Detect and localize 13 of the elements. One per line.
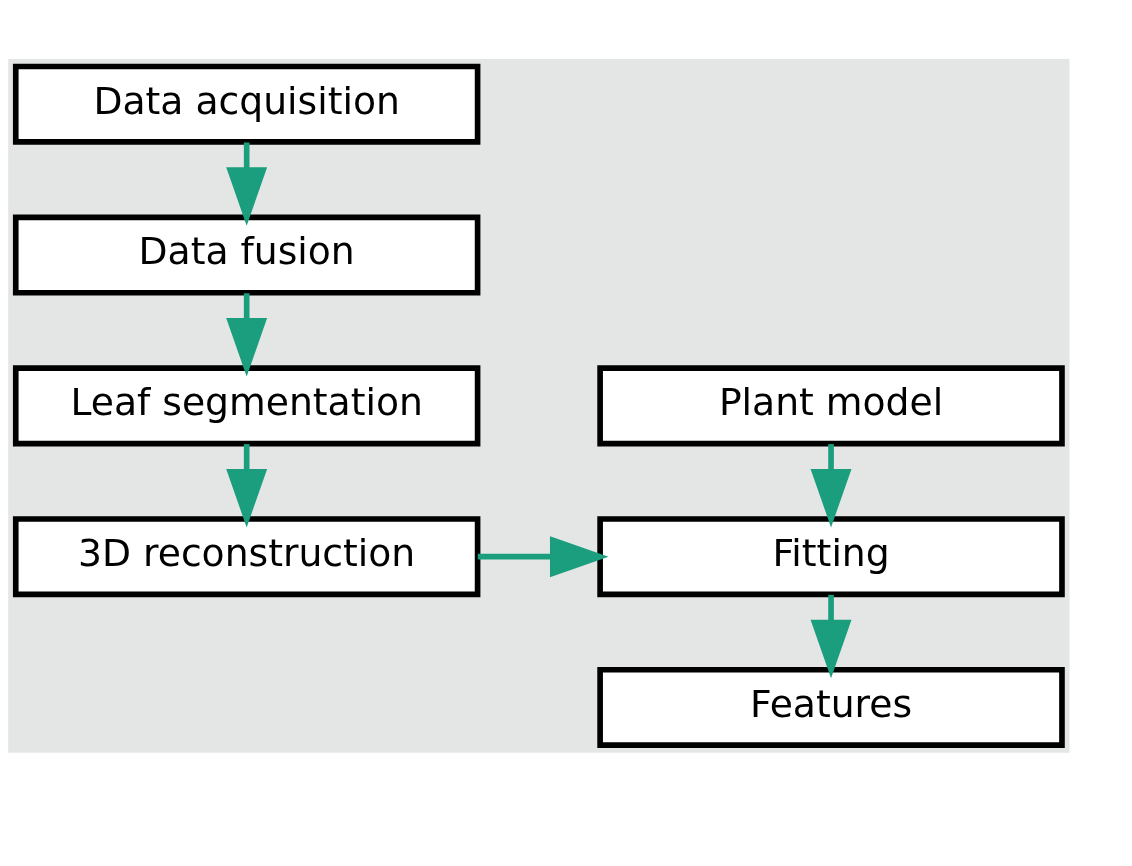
node-box: Plant model	[597, 365, 1065, 447]
arrow	[226, 293, 268, 377]
arrow	[810, 594, 852, 679]
arrow	[810, 444, 852, 528]
node-box: 3D reconstruction	[12, 516, 481, 598]
arrow	[477, 536, 609, 578]
node-box: Fitting	[597, 516, 1065, 598]
arrow	[226, 444, 268, 528]
node-box: Data fusion	[12, 214, 481, 296]
node-box: Features	[597, 666, 1065, 748]
node-box: Data acquisition	[12, 63, 481, 145]
arrow	[226, 142, 268, 226]
node-box: Leaf segmentation	[12, 365, 481, 447]
